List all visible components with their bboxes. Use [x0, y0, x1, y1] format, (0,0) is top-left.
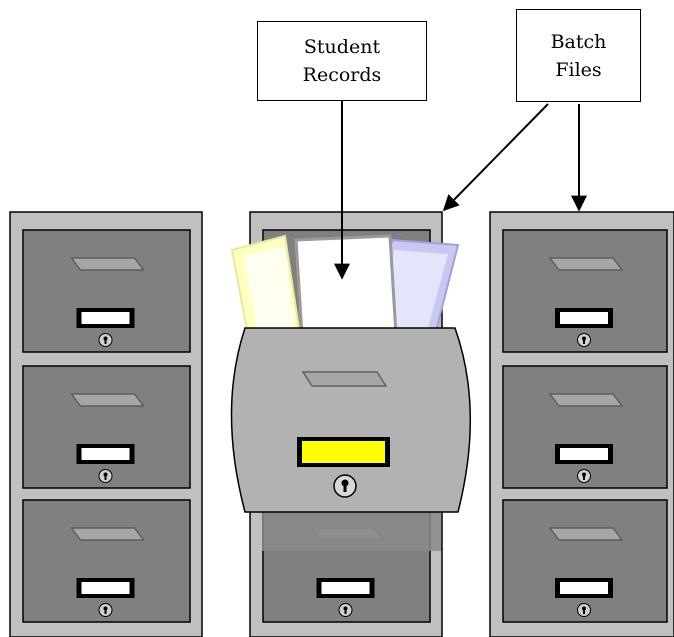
- label-slot: [81, 448, 130, 460]
- drawer-handle-icon: [301, 371, 388, 387]
- keyhole-lock-icon: [333, 474, 357, 498]
- blue-folder-inner: [382, 250, 448, 335]
- drawer-handle-icon: [548, 527, 624, 541]
- drawer-handle-icon: [70, 257, 145, 271]
- white-folder: [294, 234, 398, 337]
- drawer-face: [502, 365, 668, 489]
- folders: [230, 234, 460, 337]
- label-slot: [560, 582, 608, 594]
- open-drawer-front: [230, 327, 471, 513]
- label-slot: [81, 312, 130, 324]
- drawer-face: [22, 365, 191, 489]
- student-records-label: Student Records: [257, 21, 427, 101]
- batch-files-label-line1: Batch: [550, 30, 607, 53]
- keyhole-lock-icon: [577, 603, 591, 617]
- drawer-handle-icon: [70, 527, 145, 541]
- keyhole-lock-icon: [338, 603, 353, 617]
- keyhole-lock-icon: [577, 333, 591, 347]
- label-slot: [560, 448, 608, 460]
- drawer-face: [502, 229, 668, 353]
- drawer-handle-icon: [548, 393, 624, 407]
- keyhole-lock-icon: [98, 603, 113, 617]
- label-slot: [81, 582, 130, 594]
- drawer-6: [502, 499, 668, 623]
- student-records-label-line2: Records: [302, 64, 382, 86]
- drawer-4: [502, 229, 668, 353]
- drawer-5: [502, 365, 668, 489]
- drawer-3: [22, 499, 191, 623]
- label-slot: [560, 312, 608, 324]
- keyhole-lock-icon: [98, 333, 113, 347]
- student-records-label-line1: Student: [303, 36, 381, 58]
- batch-files-arrow-middle: [442, 103, 549, 212]
- drawer-face: [22, 499, 191, 623]
- keyhole-lock-icon: [577, 469, 591, 483]
- batch-files-label: Batch Files: [516, 9, 641, 102]
- highlighted-label: [302, 441, 385, 463]
- yellow-folder-inner: [244, 246, 295, 335]
- drawer-handle-icon: [548, 257, 624, 271]
- drawer-face: [502, 499, 668, 623]
- drawer-face: [22, 229, 191, 353]
- drawer-1: [22, 229, 191, 353]
- batch-files-label-line2: Files: [555, 58, 602, 81]
- label-slot: [321, 582, 370, 594]
- drawer-handle-icon: [70, 393, 145, 407]
- keyhole-lock-icon: [98, 469, 113, 483]
- drawer-2: [22, 365, 191, 489]
